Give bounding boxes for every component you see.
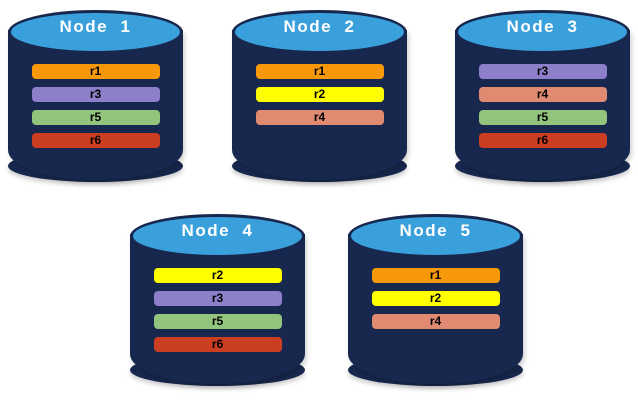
replica-list: r2 r3 r5 r6 xyxy=(130,268,305,352)
cylinder-body xyxy=(232,30,407,180)
node-title: Node 5 xyxy=(399,221,472,240)
cylinder-top-ellipse xyxy=(232,10,407,54)
replica-bar[interactable]: r5 xyxy=(478,110,607,125)
node-title: Node 4 xyxy=(181,221,254,240)
cylinder-top-ellipse xyxy=(455,10,630,54)
node-title: Node 3 xyxy=(506,17,579,36)
cylinder-body xyxy=(130,234,305,384)
replica-bar[interactable]: r3 xyxy=(478,64,607,79)
cylinder-body xyxy=(455,30,630,180)
replica-bar[interactable]: r6 xyxy=(153,337,282,352)
replica-bar[interactable]: r2 xyxy=(371,291,500,306)
replica-bar[interactable]: r6 xyxy=(478,133,607,148)
cylinder-body xyxy=(348,234,523,384)
cylinder-top-ellipse xyxy=(348,214,523,258)
node-cylinder-5[interactable]: Node 5 r1 r2 r4 xyxy=(348,212,523,392)
replica-bar[interactable]: r2 xyxy=(255,87,384,102)
replica-bar[interactable]: r5 xyxy=(153,314,282,329)
replica-bar[interactable]: r2 xyxy=(153,268,282,283)
replica-list: r1 r2 r4 xyxy=(232,64,407,125)
replica-bar[interactable]: r1 xyxy=(371,268,500,283)
node-cylinder-2[interactable]: Node 2 r1 r2 r4 xyxy=(232,8,407,188)
node-cylinder-1[interactable]: Node 1 r1 r3 r5 r6 xyxy=(8,8,183,188)
node-title: Node 1 xyxy=(59,17,132,36)
replica-bar[interactable]: r5 xyxy=(31,110,160,125)
replica-bar[interactable]: r4 xyxy=(478,87,607,102)
replica-bar[interactable]: r1 xyxy=(255,64,384,79)
cylinder-top-ellipse xyxy=(130,214,305,258)
replica-list: r1 r3 r5 r6 xyxy=(8,64,183,148)
replica-bar[interactable]: r3 xyxy=(31,87,160,102)
node-cylinder-4[interactable]: Node 4 r2 r3 r5 r6 xyxy=(130,212,305,392)
replica-bar[interactable]: r3 xyxy=(153,291,282,306)
replica-list: r1 r2 r4 xyxy=(348,268,523,329)
cylinder-body xyxy=(8,30,183,180)
cylinder-top-ellipse xyxy=(8,10,183,54)
replica-bar[interactable]: r4 xyxy=(371,314,500,329)
replica-bar[interactable]: r6 xyxy=(31,133,160,148)
replica-list: r3 r4 r5 r6 xyxy=(455,64,630,148)
node-cylinder-3[interactable]: Node 3 r3 r4 r5 r6 xyxy=(455,8,630,188)
replica-bar[interactable]: r4 xyxy=(255,110,384,125)
node-title: Node 2 xyxy=(283,17,356,36)
replica-bar[interactable]: r1 xyxy=(31,64,160,79)
